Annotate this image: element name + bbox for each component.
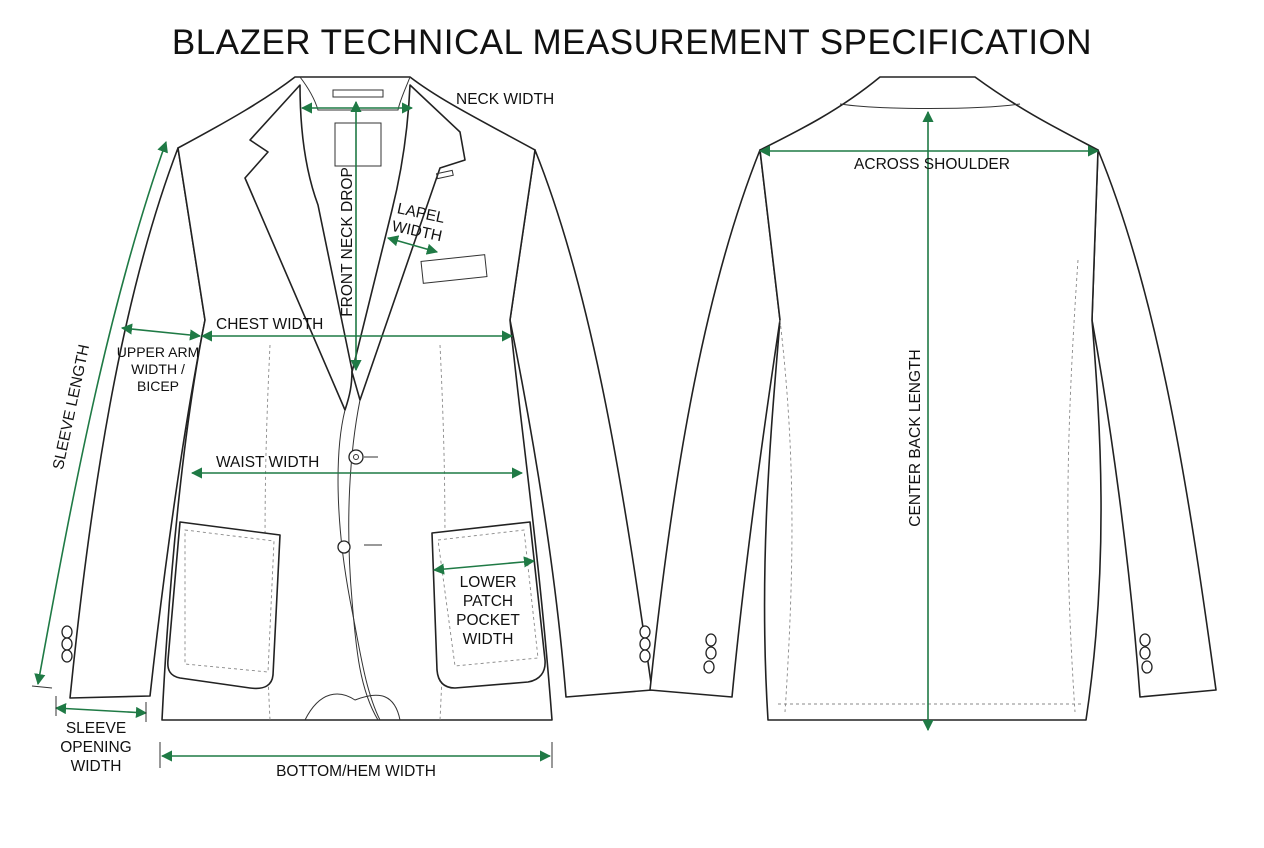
back-right-sleeve	[1091, 149, 1217, 698]
label-bottom-hem-width: BOTTOM/HEM WIDTH	[276, 763, 436, 780]
label-upper-arm-3: BICEP	[137, 378, 179, 394]
label-chest-width: CHEST WIDTH	[216, 316, 323, 333]
label-sleeve-opening-2: OPENING	[60, 739, 131, 756]
breast-pocket	[420, 254, 488, 284]
label-center-back-length: CENTER BACK LENGTH	[907, 349, 924, 526]
label-pocket-3: POCKET	[456, 612, 520, 629]
label-pocket-2: PATCH	[463, 593, 513, 610]
sleeve-length-line	[34, 140, 168, 686]
label-sleeve-length: SLEEVE LENGTH	[50, 343, 93, 471]
sleeve-opening-line	[54, 702, 148, 719]
front-button-2	[337, 540, 351, 554]
lapel-width-line	[386, 235, 439, 255]
back-cuff-buttons	[703, 633, 1153, 674]
label-upper-arm-1: UPPER ARM	[117, 344, 199, 360]
label-sleeve-opening-3: WIDTH	[71, 758, 122, 775]
diagram-title: BLAZER TECHNICAL MEASUREMENT SPECIFICATI…	[172, 23, 1092, 62]
back-view	[649, 76, 1217, 721]
front-view	[61, 76, 653, 721]
label-sleeve-opening-1: SLEEVE	[66, 720, 126, 737]
label-across-shoulder: ACROSS SHOULDER	[854, 156, 1010, 173]
left-lapel	[244, 84, 353, 411]
label-waist-width: WAIST WIDTH	[216, 454, 319, 471]
back-body	[759, 76, 1102, 721]
label-pocket-4: WIDTH	[463, 631, 514, 648]
front-button-1	[348, 449, 364, 465]
measurement-lines	[31, 100, 1100, 768]
label-front-neck-drop: FRONT NECK DROP	[339, 167, 356, 317]
back-left-sleeve	[649, 149, 781, 698]
label-neck-width: NECK WIDTH	[456, 91, 554, 108]
pocket-width-line	[432, 556, 536, 575]
label-upper-arm-2: WIDTH /	[131, 361, 185, 377]
left-patch-pocket	[167, 521, 281, 690]
label-pocket-1: LOWER	[460, 574, 517, 591]
